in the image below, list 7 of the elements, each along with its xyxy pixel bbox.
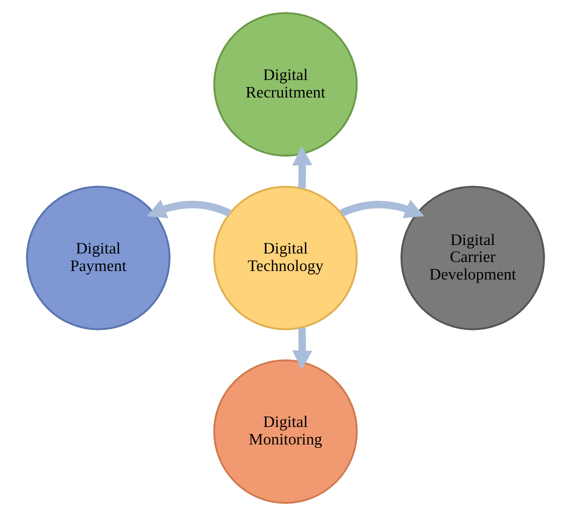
arrow: [292, 146, 312, 188]
arrow: [146, 200, 232, 218]
arrow: [292, 328, 312, 370]
node-circle: Digital Monitoring: [213, 359, 358, 504]
arrow: [340, 200, 424, 218]
node-circle: Digital Recruitment: [213, 12, 358, 157]
node-circle: Digital Technology: [213, 186, 358, 330]
